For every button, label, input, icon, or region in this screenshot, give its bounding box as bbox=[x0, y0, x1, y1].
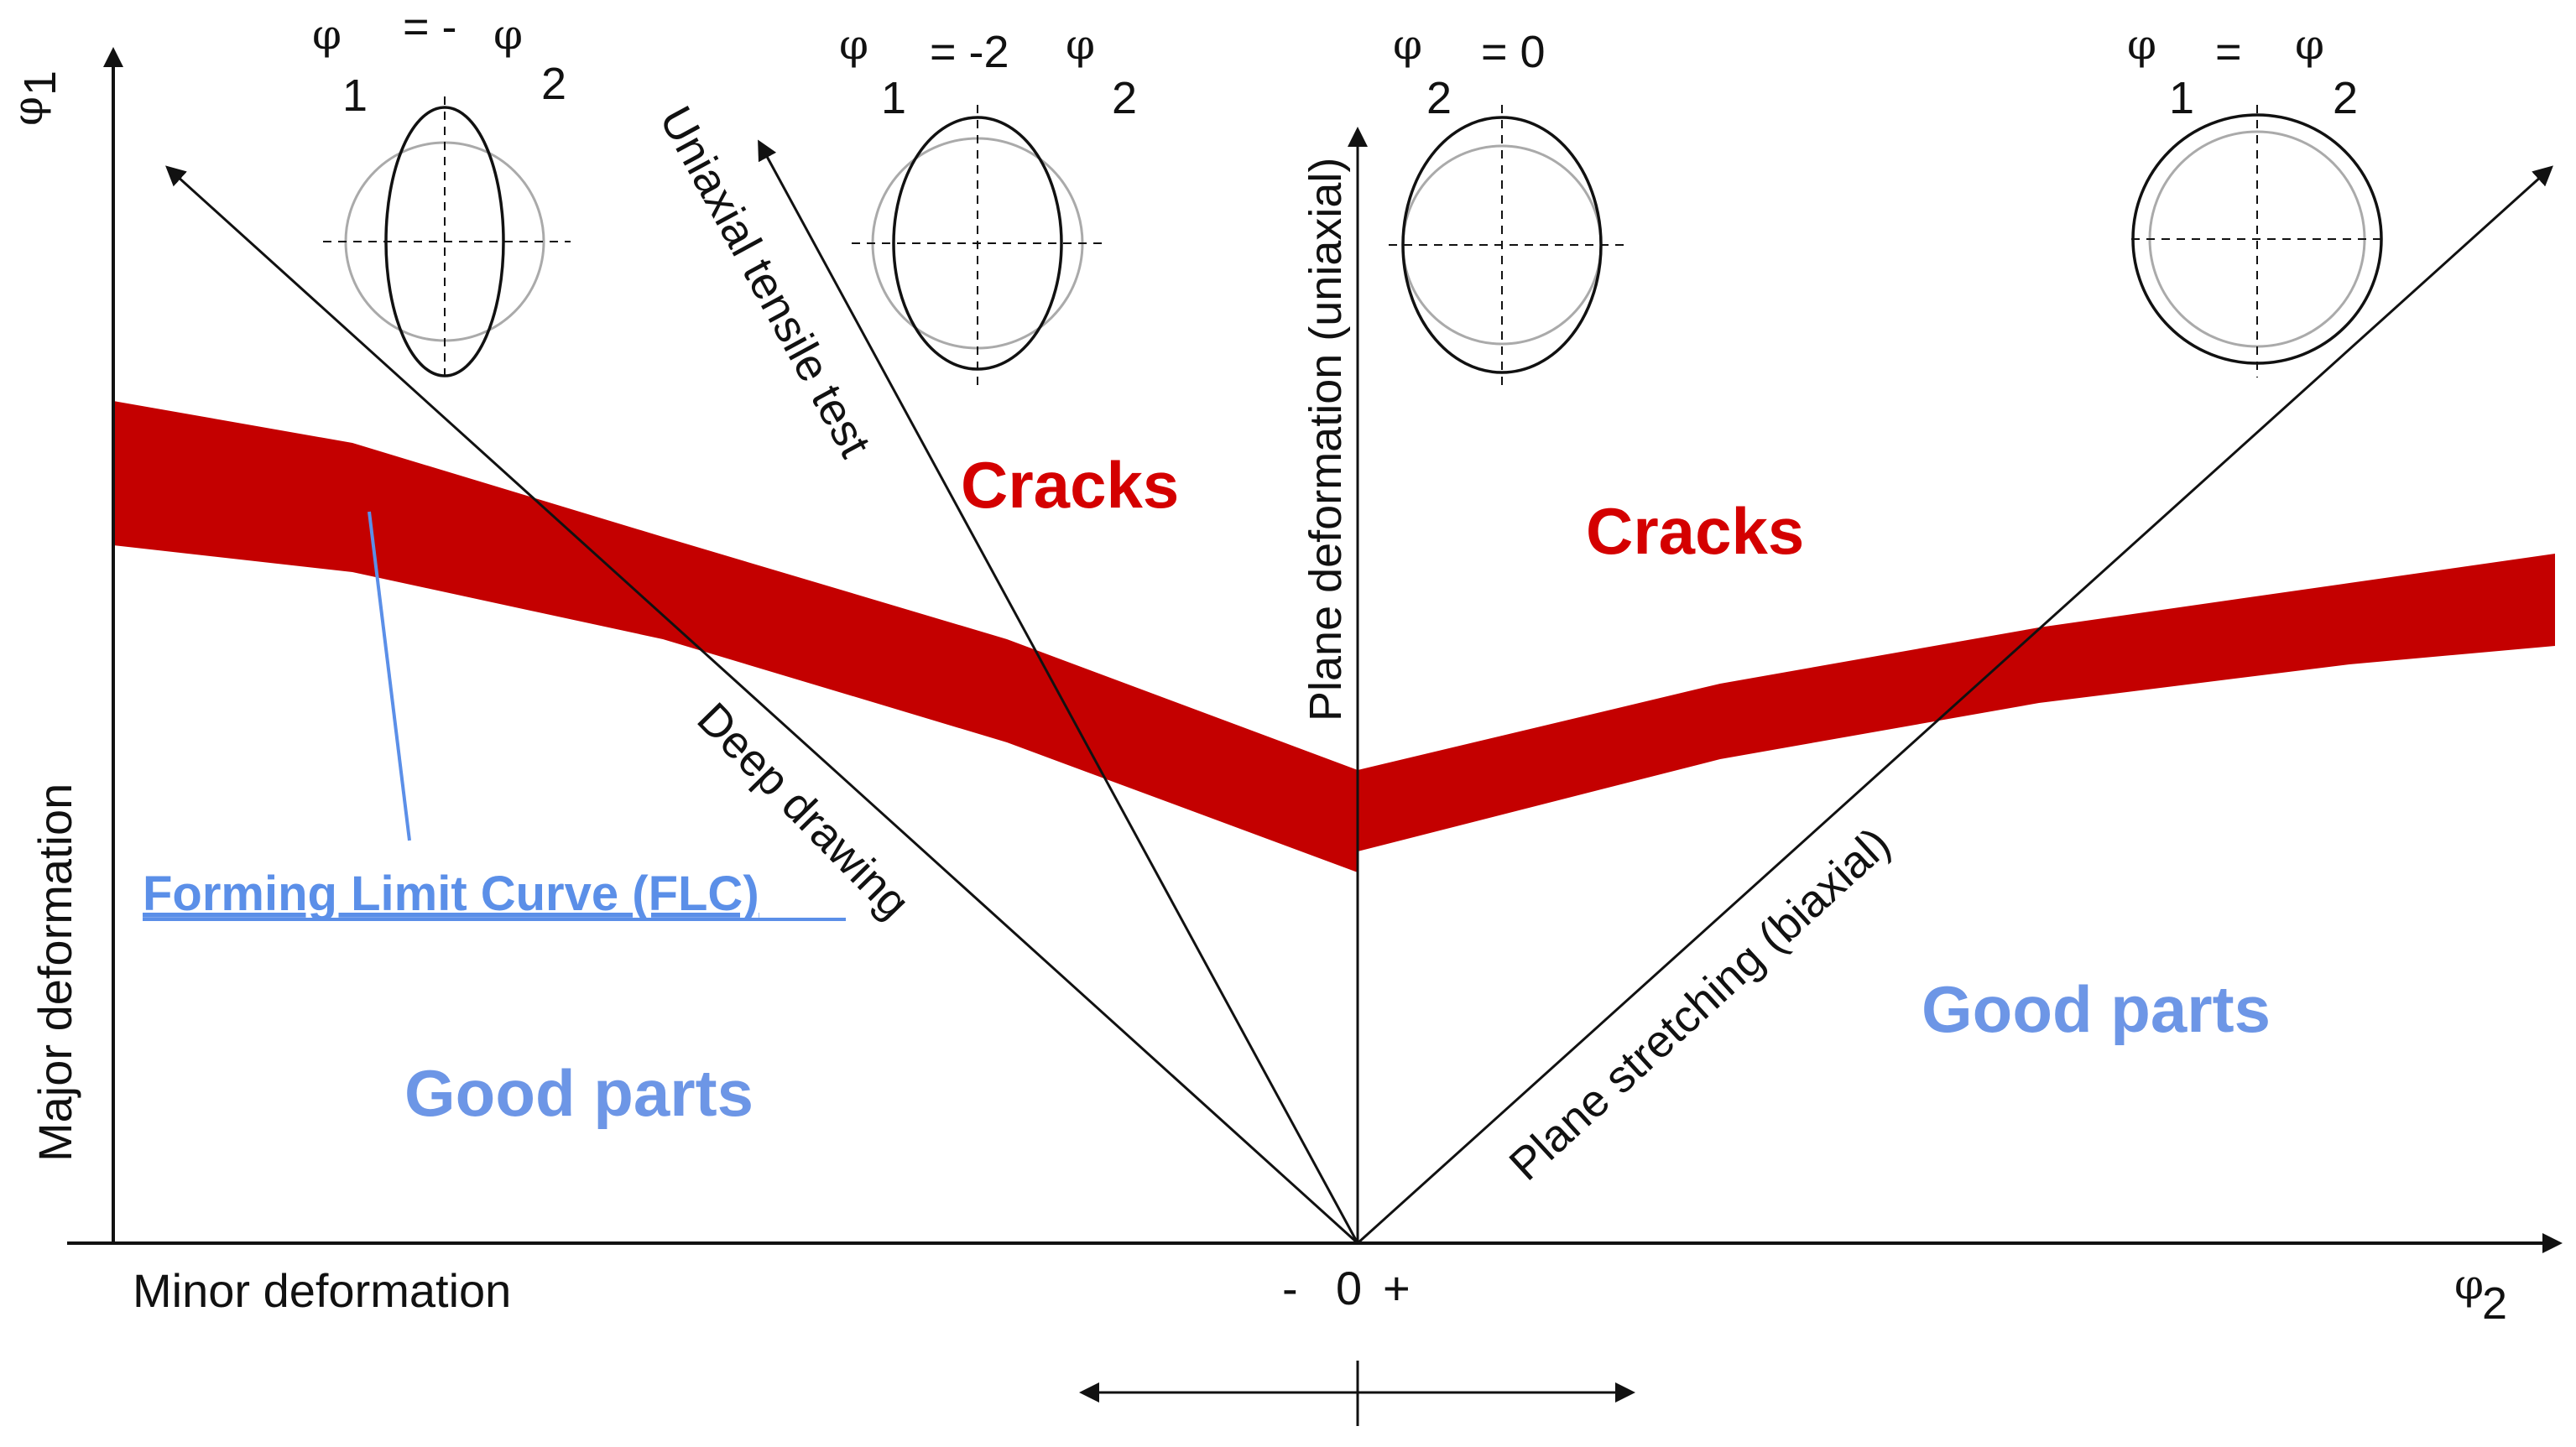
svg-text:2: 2 bbox=[541, 59, 566, 109]
svg-text:φ: φ bbox=[2454, 1260, 2484, 1309]
svg-text:2: 2 bbox=[1112, 73, 1137, 123]
svg-text:= 0: = 0 bbox=[1481, 27, 1546, 77]
origin-zero: 0 bbox=[1336, 1262, 1362, 1314]
flc-pointer-line bbox=[368, 511, 411, 841]
svg-text:1: 1 bbox=[15, 70, 65, 96]
strain-state-4-shape bbox=[2131, 105, 2383, 377]
strain-state-2-shape bbox=[852, 105, 1103, 386]
x-axis-label: Minor deformation bbox=[133, 1264, 511, 1317]
origin-minus: - bbox=[1282, 1262, 1298, 1314]
strain-state-2-equation: φ 1 = -2 φ 2 bbox=[839, 20, 1137, 123]
flc-label: Forming Limit Curve (FLC) bbox=[143, 867, 759, 921]
svg-text:2: 2 bbox=[2333, 73, 2358, 123]
svg-text:1: 1 bbox=[342, 70, 368, 121]
strain-state-1-equation: φ 1 = - φ 2 bbox=[312, 2, 566, 121]
x-axis-symbol: φ 2 bbox=[2454, 1260, 2507, 1329]
svg-text:φ: φ bbox=[1393, 20, 1422, 69]
deep-drawing-line bbox=[165, 165, 1359, 1245]
svg-text:1: 1 bbox=[881, 73, 906, 123]
flc-band-left bbox=[113, 401, 1358, 872]
svg-text:2: 2 bbox=[1426, 73, 1452, 123]
cracks-left-label: Cracks bbox=[961, 448, 1179, 522]
strain-state-4-equation: φ 1 = φ 2 bbox=[2127, 20, 2358, 123]
good-parts-left-label: Good parts bbox=[404, 1056, 754, 1130]
y-axis-symbol: φ 1 bbox=[3, 70, 65, 126]
uniaxial-tensile-line bbox=[758, 139, 1359, 1244]
svg-text:2: 2 bbox=[2482, 1278, 2507, 1329]
cracks-right-label: Cracks bbox=[1586, 494, 1804, 568]
svg-text:= -2: = -2 bbox=[930, 27, 1009, 77]
good-parts-right-label: Good parts bbox=[1922, 972, 2271, 1046]
svg-text:φ: φ bbox=[312, 10, 342, 59]
plane-stretching-line bbox=[1356, 165, 2553, 1245]
svg-text:φ: φ bbox=[493, 10, 523, 59]
y-axis-label: Major deformation bbox=[29, 783, 81, 1162]
strain-state-3-equation: φ 2 = 0 bbox=[1393, 20, 1546, 123]
svg-text:1: 1 bbox=[2169, 73, 2194, 123]
svg-text:φ: φ bbox=[1066, 20, 1095, 69]
svg-text:φ: φ bbox=[2295, 20, 2324, 69]
svg-text:= -: = - bbox=[403, 2, 457, 52]
svg-text:φ: φ bbox=[839, 20, 868, 69]
svg-text:φ: φ bbox=[2127, 20, 2156, 69]
origin-plus: + bbox=[1383, 1262, 1411, 1314]
plane-deformation-label: Plane deformation (uniaxial) bbox=[1301, 158, 1351, 721]
svg-text:=: = bbox=[2215, 27, 2242, 77]
plane-stretching-label: Plane stretching (biaxial) bbox=[1500, 818, 1900, 1190]
strain-state-3-shape bbox=[1389, 105, 1628, 386]
strain-state-1-shape bbox=[323, 96, 571, 382]
svg-text:φ: φ bbox=[3, 96, 52, 126]
